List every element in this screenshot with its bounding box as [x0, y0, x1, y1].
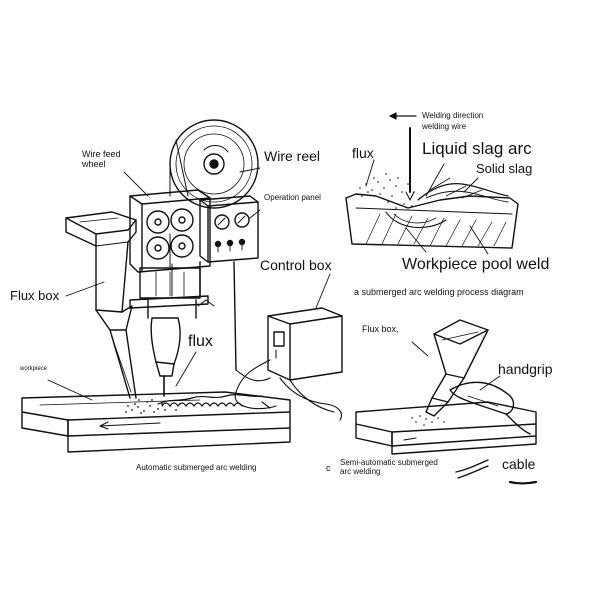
control-box-unit [267, 307, 343, 381]
label-wire-reel: Wire reel [264, 148, 321, 164]
label-flux-left: flux [188, 333, 213, 350]
workpiece-plates-right [355, 401, 537, 455]
label-welding-wire: welding wire [422, 122, 467, 131]
welding-column-left [129, 267, 215, 397]
label-operation-panel: Operation panel [264, 193, 321, 202]
welding-direction-arrow [389, 112, 417, 120]
leader-lines-right [365, 159, 489, 255]
flux-pile-left [125, 399, 181, 414]
flux-layer-right [359, 173, 421, 209]
weld-bead-left [157, 393, 263, 407]
workpiece-plates-left [21, 391, 291, 453]
label-c-mark: c [326, 463, 331, 473]
wire-feed-housing [129, 189, 211, 273]
label-welding-direction: Welding direction [422, 111, 484, 120]
label-workpiece: workpiece [20, 366, 48, 372]
operation-panel [199, 195, 259, 263]
support-frame [171, 261, 237, 371]
caption-automatic: Automatic submerged arc welding [136, 463, 257, 472]
label-solid-slag: Solid slag [476, 161, 533, 176]
welding-wire-right [405, 127, 415, 201]
label-workpiece-pool-weld: Workpiece pool weld [402, 256, 550, 273]
leader-lines-left [47, 167, 331, 401]
label-control-box: Control box [260, 257, 332, 273]
cable-right [455, 459, 538, 485]
leader-lines-semi [411, 341, 501, 391]
wire-reel-spool [169, 119, 259, 209]
caption-process-diagram: a submerged arc welding process diagram [354, 287, 524, 297]
label-wire-feed-wheel: Wire feed wheel [82, 149, 121, 169]
label-flux-box-right: Flux box, [362, 324, 399, 334]
label-flux-right: flux [352, 145, 374, 161]
label-liquid-slag-arc: Liquid slag arc [422, 139, 532, 158]
caption-semi-automatic: Semi-automatic submerged arc welding [340, 458, 438, 476]
label-cable: cable [502, 456, 536, 472]
slag-layers-right [417, 177, 509, 203]
label-handgrip: handgrip [498, 361, 553, 377]
flux-box-hopper-left [65, 211, 137, 399]
cables-left [234, 359, 343, 421]
semi-auto-handgrip [449, 381, 531, 435]
process-cross-section [345, 193, 519, 249]
label-flux-box-left: Flux box [10, 288, 60, 303]
semi-auto-hopper [425, 319, 489, 417]
flux-pile-right [411, 415, 445, 426]
